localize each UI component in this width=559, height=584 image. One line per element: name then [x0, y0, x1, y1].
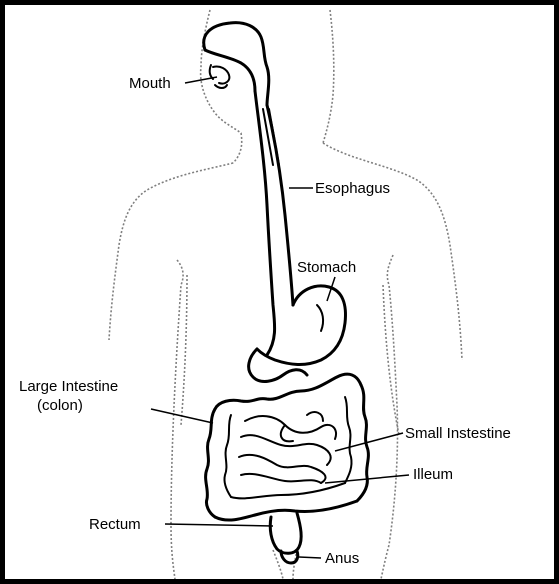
mouth-label: Mouth — [129, 75, 171, 92]
small-intestine-coil-3 — [239, 455, 326, 483]
small-intestine-coil-2 — [241, 435, 331, 465]
left-shoulder-outline — [109, 163, 233, 340]
neck-outline-right — [323, 10, 334, 143]
tongue — [213, 66, 229, 83]
small-intestine-coil-4 — [241, 474, 321, 483]
mouth-organ — [204, 23, 269, 105]
sigmoid-colon — [215, 501, 357, 520]
stomach-inner-fold — [317, 305, 323, 331]
labels: Mouth Esophagus Stomach Large Intestine … — [19, 75, 511, 567]
anus-leader — [299, 557, 321, 558]
small-intestine-organ — [239, 349, 336, 483]
esophagus-organ — [255, 91, 293, 355]
palate — [205, 50, 255, 91]
illeum-label: Illeum — [413, 466, 453, 483]
rectum-label: Rectum — [89, 516, 141, 533]
stomach-label: Stomach — [297, 259, 356, 276]
leader-lines — [151, 77, 409, 558]
stomach-organ — [257, 286, 345, 365]
anus-label: Anus — [325, 550, 359, 567]
ascending-colon-outer — [206, 409, 215, 517]
descending-colon-inner — [345, 397, 352, 483]
small-intestine-label: Small Instestine — [405, 425, 511, 442]
transverse-colon — [215, 374, 361, 409]
rectum-outline — [270, 513, 301, 553]
large-intestine-organ — [206, 374, 369, 520]
rectum-leader — [165, 524, 273, 526]
small-intestine-leader — [335, 433, 403, 451]
left-arm-inner-outline — [181, 275, 187, 425]
esophagus-label: Esophagus — [315, 180, 390, 197]
stomach-outline — [257, 286, 345, 365]
large-intestine-label: Large Intestine — [19, 378, 118, 395]
ascending-colon-inner — [224, 415, 231, 497]
nasal-oral-cavity — [204, 23, 269, 105]
colon-label: (colon) — [37, 397, 83, 414]
body-outline — [109, 10, 462, 579]
colon-bottom-inner — [231, 483, 345, 498]
digestive-system-diagram: Mouth Esophagus Stomach Large Intestine … — [5, 5, 554, 579]
